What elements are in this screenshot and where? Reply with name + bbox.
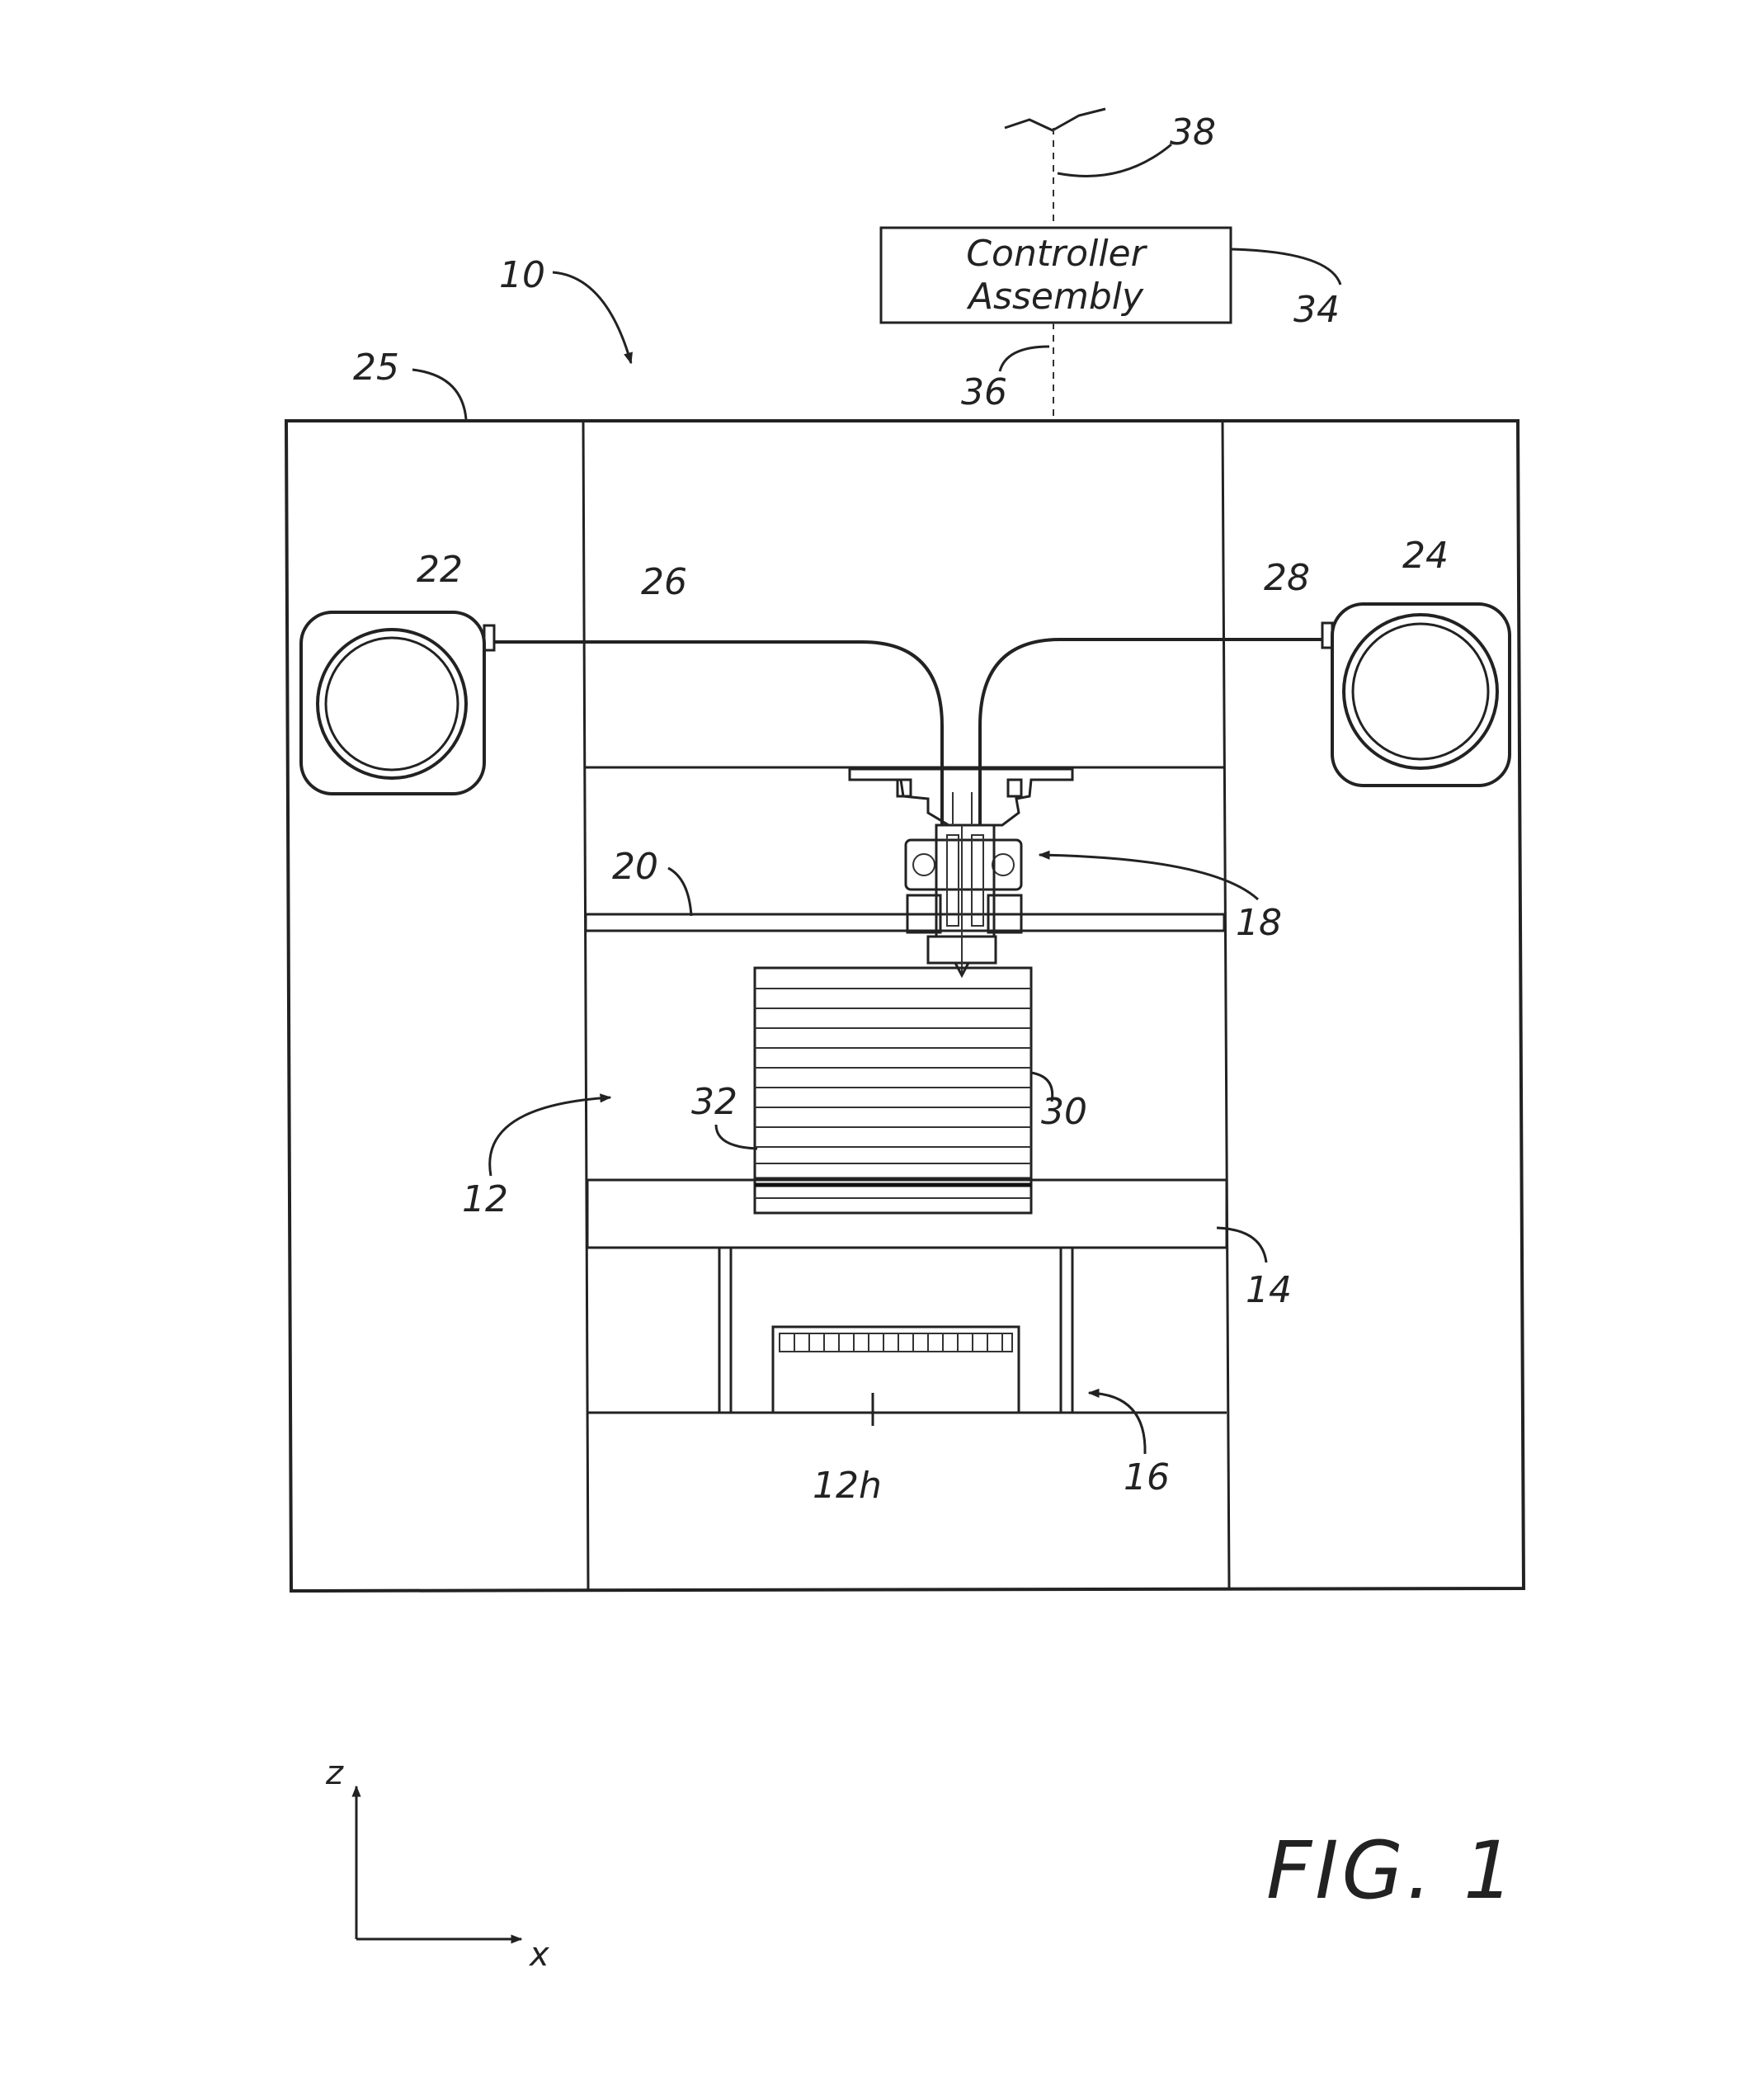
spool-22 [301, 612, 494, 794]
leader-20 [668, 868, 691, 916]
ref-24: 24 [1402, 535, 1449, 577]
ref-10: 10 [499, 254, 545, 296]
system-frame [286, 421, 1524, 1591]
filament-tube-28 [980, 639, 1322, 825]
spool-24 [1322, 604, 1510, 786]
ref-34: 34 [1293, 289, 1340, 331]
ref-36: 36 [961, 371, 1007, 413]
ref-26: 26 [641, 561, 687, 603]
platform-gantry-16 [587, 1248, 1227, 1413]
ref-30: 30 [1041, 1091, 1087, 1133]
controller-box-line2: Assembly [966, 276, 1144, 318]
figure-label: FIG. 1 [1266, 1824, 1517, 1917]
filament-tube-26 [494, 642, 942, 825]
ref-32: 32 [691, 1081, 737, 1123]
ref-28: 28 [1264, 557, 1310, 599]
ref-25: 25 [353, 347, 399, 389]
controller-box-line1: Controller [966, 233, 1147, 275]
leader-10 [553, 272, 631, 363]
ref-16: 16 [1124, 1456, 1170, 1498]
ref-18: 18 [1236, 902, 1282, 944]
ref-22: 22 [417, 549, 463, 591]
leader-16 [1089, 1393, 1145, 1454]
signal-line-38 [1005, 109, 1171, 228]
print-head-18 [850, 769, 1072, 975]
ref-12h: 12h [813, 1465, 882, 1507]
controller-assembly-box: Controller Assembly [881, 228, 1340, 323]
ref-12: 12 [462, 1178, 508, 1220]
leader-25 [412, 370, 466, 419]
leader-14 [1217, 1228, 1266, 1262]
leader-32 [716, 1125, 757, 1149]
heater-12h [773, 1327, 1019, 1413]
printed-part-30 [755, 968, 1031, 1178]
ref-20: 20 [612, 846, 658, 888]
axis-label-x: x [528, 1936, 549, 1974]
support-structure-32 [755, 1178, 1031, 1213]
axis-label-z: z [325, 1754, 344, 1792]
axis-indicator: z x [325, 1754, 549, 1974]
signal-line-36 [1000, 323, 1053, 418]
leader-12 [490, 1097, 610, 1176]
ref-14: 14 [1246, 1269, 1292, 1311]
ref-38: 38 [1170, 111, 1216, 153]
